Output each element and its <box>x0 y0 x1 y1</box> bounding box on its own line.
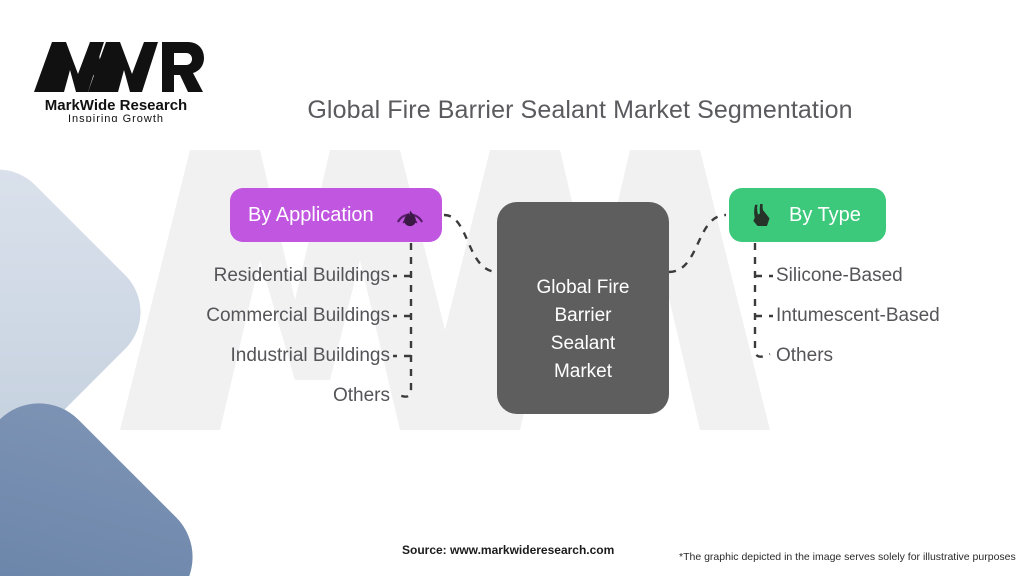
list-item: Silicone-Based <box>776 265 903 286</box>
branch-badge-label: By Application <box>248 203 374 226</box>
branch-badge-label: By Type <box>789 203 861 226</box>
list-item: Others <box>776 345 834 366</box>
markwide-research-logo: MarkWide Research Inspiring Growth <box>26 30 206 122</box>
list-item: Commercial Buildings <box>206 305 390 326</box>
list-item: Intumescent-Based <box>776 305 940 326</box>
center-node-label: Global Fire Barrier Sealant Market <box>536 277 630 382</box>
branch-items-by-type: Silicone-Based Intumescent-Based Others <box>776 256 1016 376</box>
page-title: Global Fire Barrier Sealant Market Segme… <box>307 96 853 124</box>
branch-badge-by-type[interactable]: By Type <box>729 188 886 242</box>
list-item: Industrial Buildings <box>230 345 390 366</box>
logo-tagline: Inspiring Growth <box>68 113 164 122</box>
list-item: Residential Buildings <box>213 265 390 286</box>
flame-icon <box>741 195 781 235</box>
fire-detector-icon <box>390 195 430 235</box>
center-node: Global Fire Barrier Sealant Market <box>497 202 669 414</box>
branch-badge-by-application[interactable]: By Application <box>230 188 442 242</box>
branch-items-by-application: Residential Buildings Commercial Buildin… <box>100 256 390 416</box>
list-item: Others <box>332 385 390 406</box>
logo-name: MarkWide Research <box>45 97 187 114</box>
disclaimer-label: *The graphic depicted in the image serve… <box>679 551 1016 563</box>
source-label: Source: www.markwideresearch.com <box>402 543 615 557</box>
